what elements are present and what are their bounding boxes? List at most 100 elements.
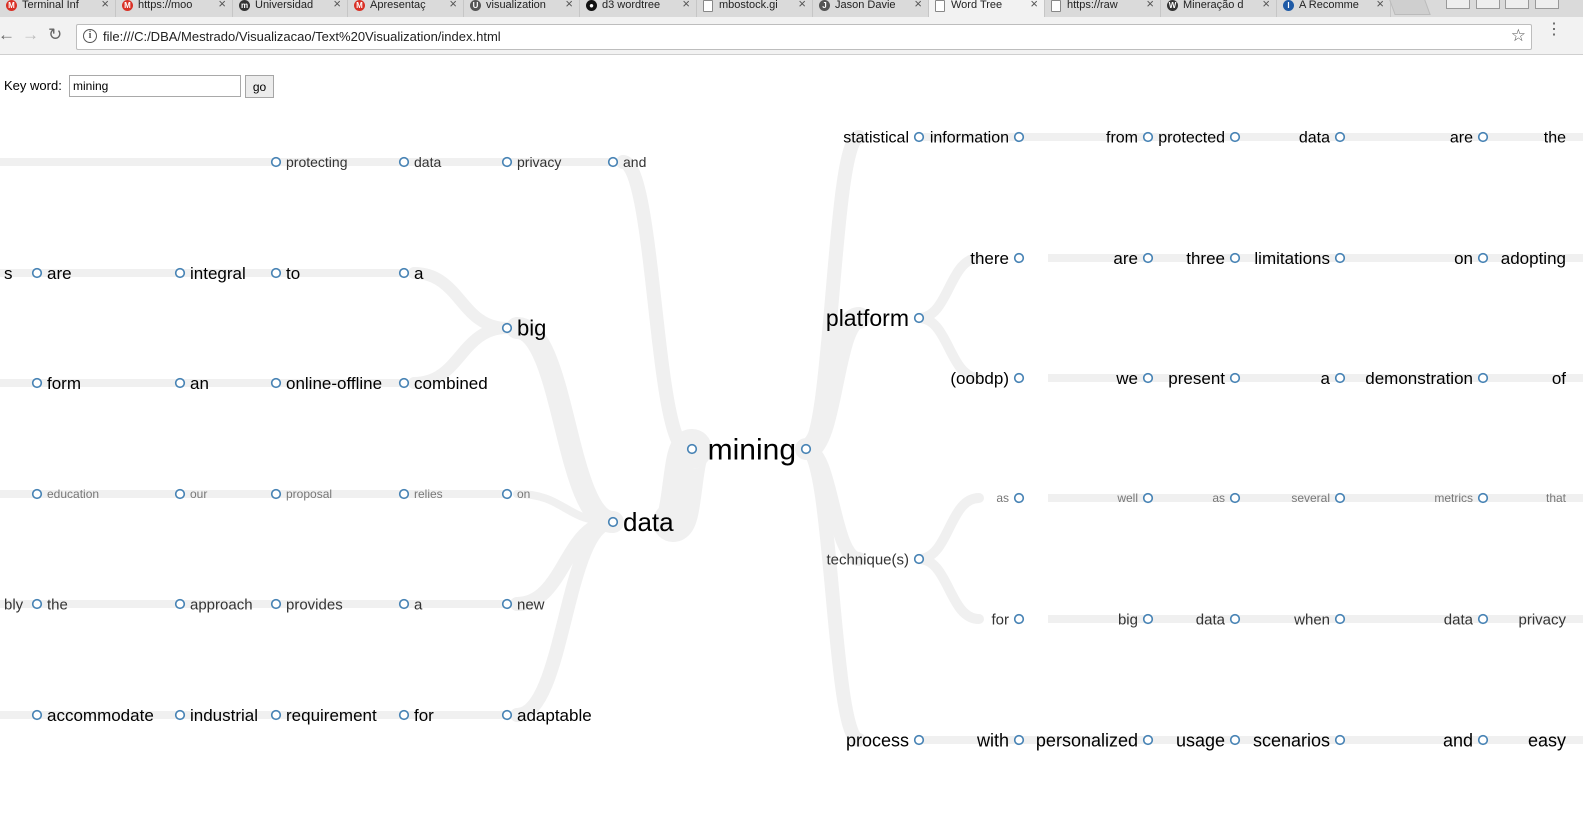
node-word[interactable]: three: [1186, 249, 1225, 268]
node-word[interactable]: education: [47, 487, 99, 501]
info-icon[interactable]: i: [83, 29, 97, 43]
node-circle[interactable]: [31, 709, 43, 721]
node-word[interactable]: with: [976, 730, 1009, 750]
tree-node[interactable]: as: [1212, 491, 1241, 505]
close-icon[interactable]: ×: [1262, 0, 1270, 11]
node-word[interactable]: for: [414, 706, 434, 725]
node-circle[interactable]: [1477, 372, 1489, 384]
node-circle[interactable]: [270, 709, 282, 721]
reload-icon[interactable]: ↻: [48, 25, 63, 44]
tree-node[interactable]: well: [1116, 491, 1154, 505]
node-word[interactable]: demonstration: [1365, 369, 1473, 388]
node-circle[interactable]: [270, 488, 282, 500]
tree-node[interactable]: approach: [174, 596, 253, 613]
node-circle[interactable]: [1142, 252, 1154, 264]
tree-node[interactable]: accommodate: [31, 706, 154, 725]
tree-node[interactable]: from: [1106, 130, 1154, 147]
window-maximize-icon[interactable]: [1505, 0, 1529, 9]
bookmark-star-icon[interactable]: ☆: [1510, 26, 1526, 45]
node-word[interactable]: data: [414, 154, 441, 170]
node-circle[interactable]: [913, 734, 925, 746]
node-word[interactable]: technique(s): [826, 551, 909, 568]
node-word[interactable]: there: [970, 249, 1009, 268]
node-circle[interactable]: [398, 709, 410, 721]
menu-kebab-icon[interactable]: ⋮: [1546, 21, 1562, 38]
node-circle[interactable]: [501, 709, 513, 721]
close-icon[interactable]: ×: [218, 0, 226, 11]
node-word[interactable]: (oobdp): [950, 369, 1009, 388]
window-minimize-icon[interactable]: [1446, 0, 1470, 9]
tree-node[interactable]: new: [501, 596, 545, 613]
keyword-input[interactable]: [69, 75, 241, 97]
node-circle[interactable]: [1013, 492, 1025, 504]
node-circle[interactable]: [607, 516, 619, 528]
node-circle[interactable]: [31, 377, 43, 389]
node-circle[interactable]: [501, 488, 513, 500]
node-circle[interactable]: [1142, 372, 1154, 384]
node-word[interactable]: new: [517, 596, 545, 613]
node-circle[interactable]: [31, 598, 43, 610]
node-word[interactable]: for: [991, 611, 1009, 628]
node-word[interactable]: we: [1115, 369, 1138, 388]
node-circle[interactable]: [1334, 131, 1346, 143]
node-word[interactable]: the: [47, 596, 68, 613]
node-circle[interactable]: [1334, 252, 1346, 264]
tree-node[interactable]: data: [1196, 611, 1241, 628]
close-icon[interactable]: ×: [682, 0, 690, 11]
node-word[interactable]: a: [1321, 369, 1331, 388]
back-arrow-icon[interactable]: ←: [0, 25, 15, 44]
tree-node[interactable]: to: [270, 264, 300, 283]
node-word[interactable]: our: [190, 487, 207, 501]
node-circle[interactable]: [913, 312, 925, 324]
tree-node[interactable]: scenarios: [1253, 730, 1346, 750]
close-icon[interactable]: ×: [1030, 0, 1038, 11]
node-circle[interactable]: [1477, 252, 1489, 264]
node-circle[interactable]: [913, 553, 925, 565]
node-circle[interactable]: [1229, 613, 1241, 625]
tree-node[interactable]: big: [501, 316, 547, 341]
node-word[interactable]: a: [414, 264, 424, 283]
node-word[interactable]: metrics: [1434, 491, 1473, 505]
node-word[interactable]: big: [517, 316, 546, 341]
close-icon[interactable]: ×: [1376, 0, 1384, 11]
node-word[interactable]: data: [1444, 611, 1474, 628]
tree-node[interactable]: integral: [174, 264, 246, 283]
node-word[interactable]: easy: [1528, 730, 1566, 750]
tree-node[interactable]: three: [1186, 249, 1241, 268]
node-word[interactable]: several: [1291, 491, 1330, 505]
node-word[interactable]: limitations: [1254, 249, 1330, 268]
tree-node[interactable]: and: [1443, 730, 1489, 750]
node-circle[interactable]: [398, 488, 410, 500]
tree-node[interactable]: provides: [270, 596, 343, 613]
tree-node[interactable]: data: [1444, 611, 1489, 628]
node-circle[interactable]: [174, 598, 186, 610]
node-word[interactable]: approach: [190, 596, 253, 613]
node-word[interactable]: are: [47, 264, 72, 283]
node-circle[interactable]: [1477, 492, 1489, 504]
tree-node[interactable]: proposal: [270, 487, 332, 501]
node-circle[interactable]: [607, 156, 619, 168]
tree-node[interactable]: the: [31, 596, 68, 613]
node-circle[interactable]: [174, 709, 186, 721]
node-circle[interactable]: [398, 156, 410, 168]
close-icon[interactable]: ×: [333, 0, 341, 11]
close-icon[interactable]: ×: [565, 0, 573, 11]
node-word[interactable]: of: [1552, 369, 1566, 388]
tree-node[interactable]: our: [174, 487, 208, 501]
node-word[interactable]: industrial: [190, 706, 258, 725]
node-word[interactable]: data: [623, 507, 674, 537]
node-circle[interactable]: [1334, 372, 1346, 384]
node-word[interactable]: present: [1168, 369, 1225, 388]
node-word[interactable]: on: [1454, 249, 1473, 268]
close-icon[interactable]: ×: [798, 0, 806, 11]
close-icon[interactable]: ×: [914, 0, 922, 11]
tree-node[interactable]: big: [1118, 611, 1154, 628]
node-circle[interactable]: [1229, 734, 1241, 746]
node-word[interactable]: online-offline: [286, 374, 382, 393]
tree-node[interactable]: on: [1454, 249, 1489, 268]
tree-node[interactable]: protected: [1158, 130, 1241, 147]
tree-node[interactable]: metrics: [1434, 491, 1489, 505]
